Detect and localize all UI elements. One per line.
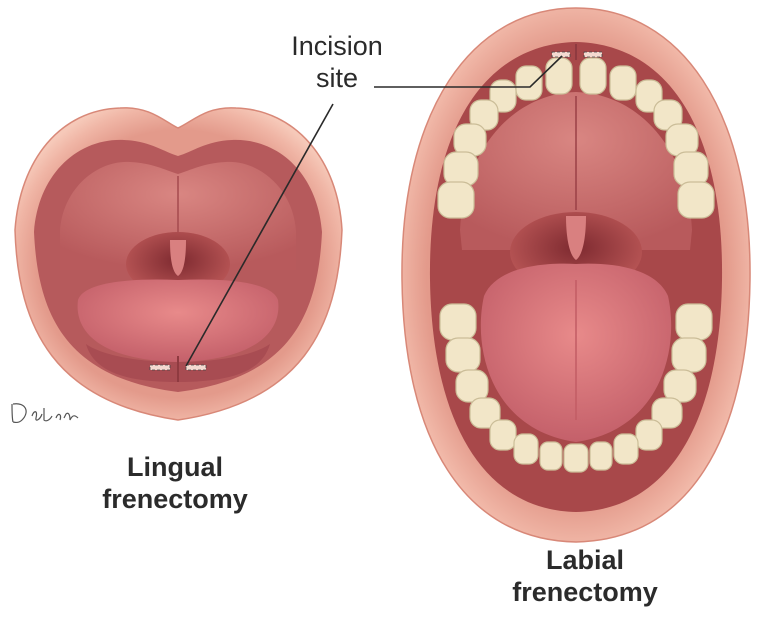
labial-mouth [402, 8, 750, 542]
lingual-mouth [15, 108, 342, 420]
incision-site-label: Incision site [262, 31, 412, 95]
lingual-label-line1: Lingual [60, 452, 290, 484]
lingual-frenectomy-label: Lingual frenectomy [60, 452, 290, 516]
incision-site-label-line1: Incision [262, 31, 412, 63]
incision-site-label-line2: site [262, 63, 412, 95]
labial-label-line1: Labial [470, 545, 700, 577]
lingual-label-line2: frenectomy [60, 484, 290, 516]
labial-frenectomy-label: Labial frenectomy [470, 545, 700, 609]
artist-signature [8, 398, 88, 428]
labial-label-line2: frenectomy [470, 577, 700, 609]
